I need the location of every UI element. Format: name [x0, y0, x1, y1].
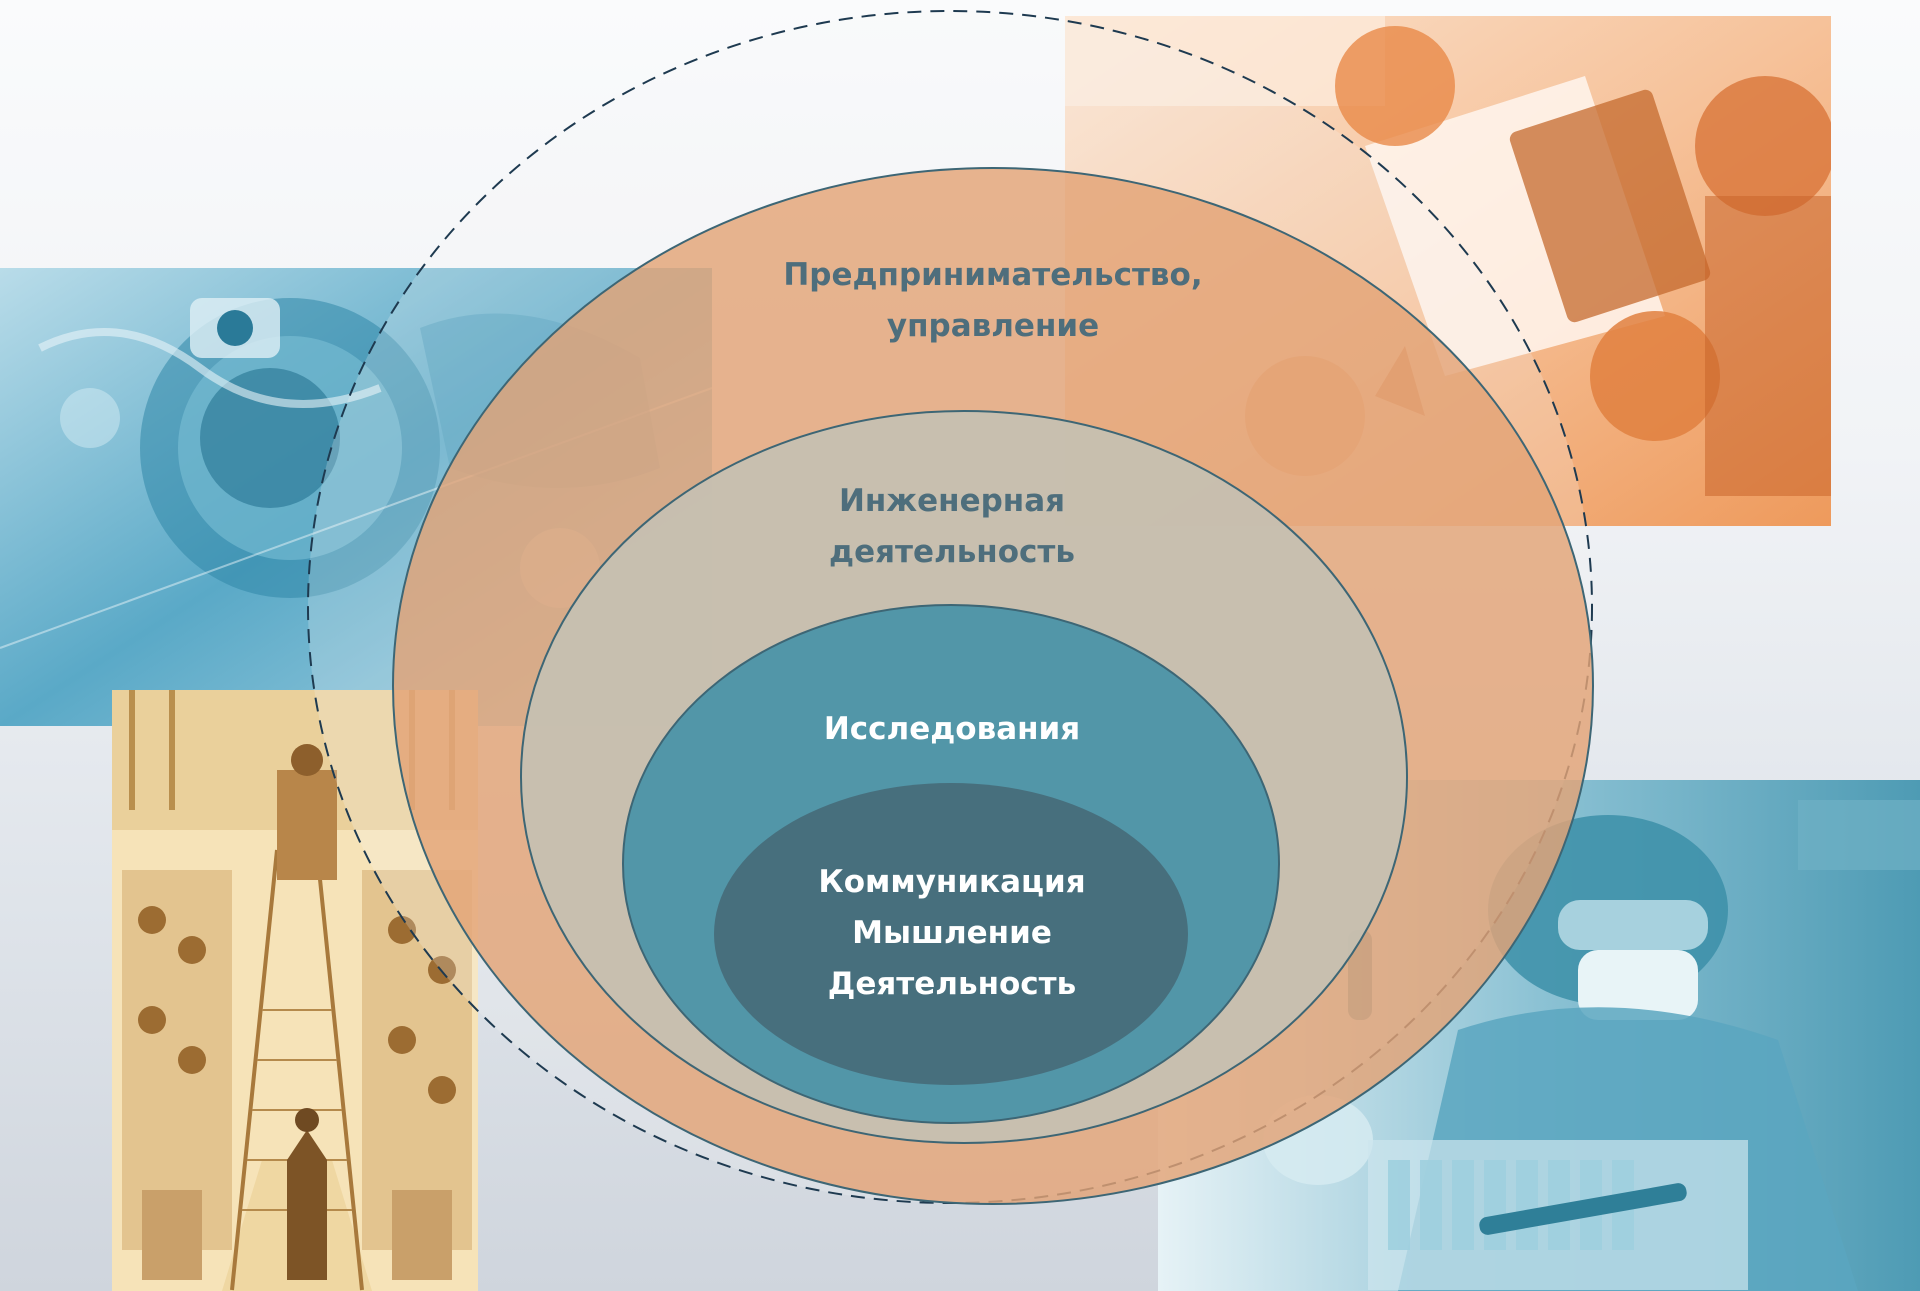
business-meeting-photo: [1065, 16, 1831, 526]
label-research: Исследования: [823, 711, 1081, 747]
level-core-ellipse: [714, 783, 1188, 1085]
label-entrepreneurship: Предпринимательство, управление: [783, 257, 1203, 344]
label-engineering: Инженерная деятельность: [829, 483, 1075, 570]
label-core: Коммуникация Мышление Деятельность: [818, 864, 1086, 1002]
